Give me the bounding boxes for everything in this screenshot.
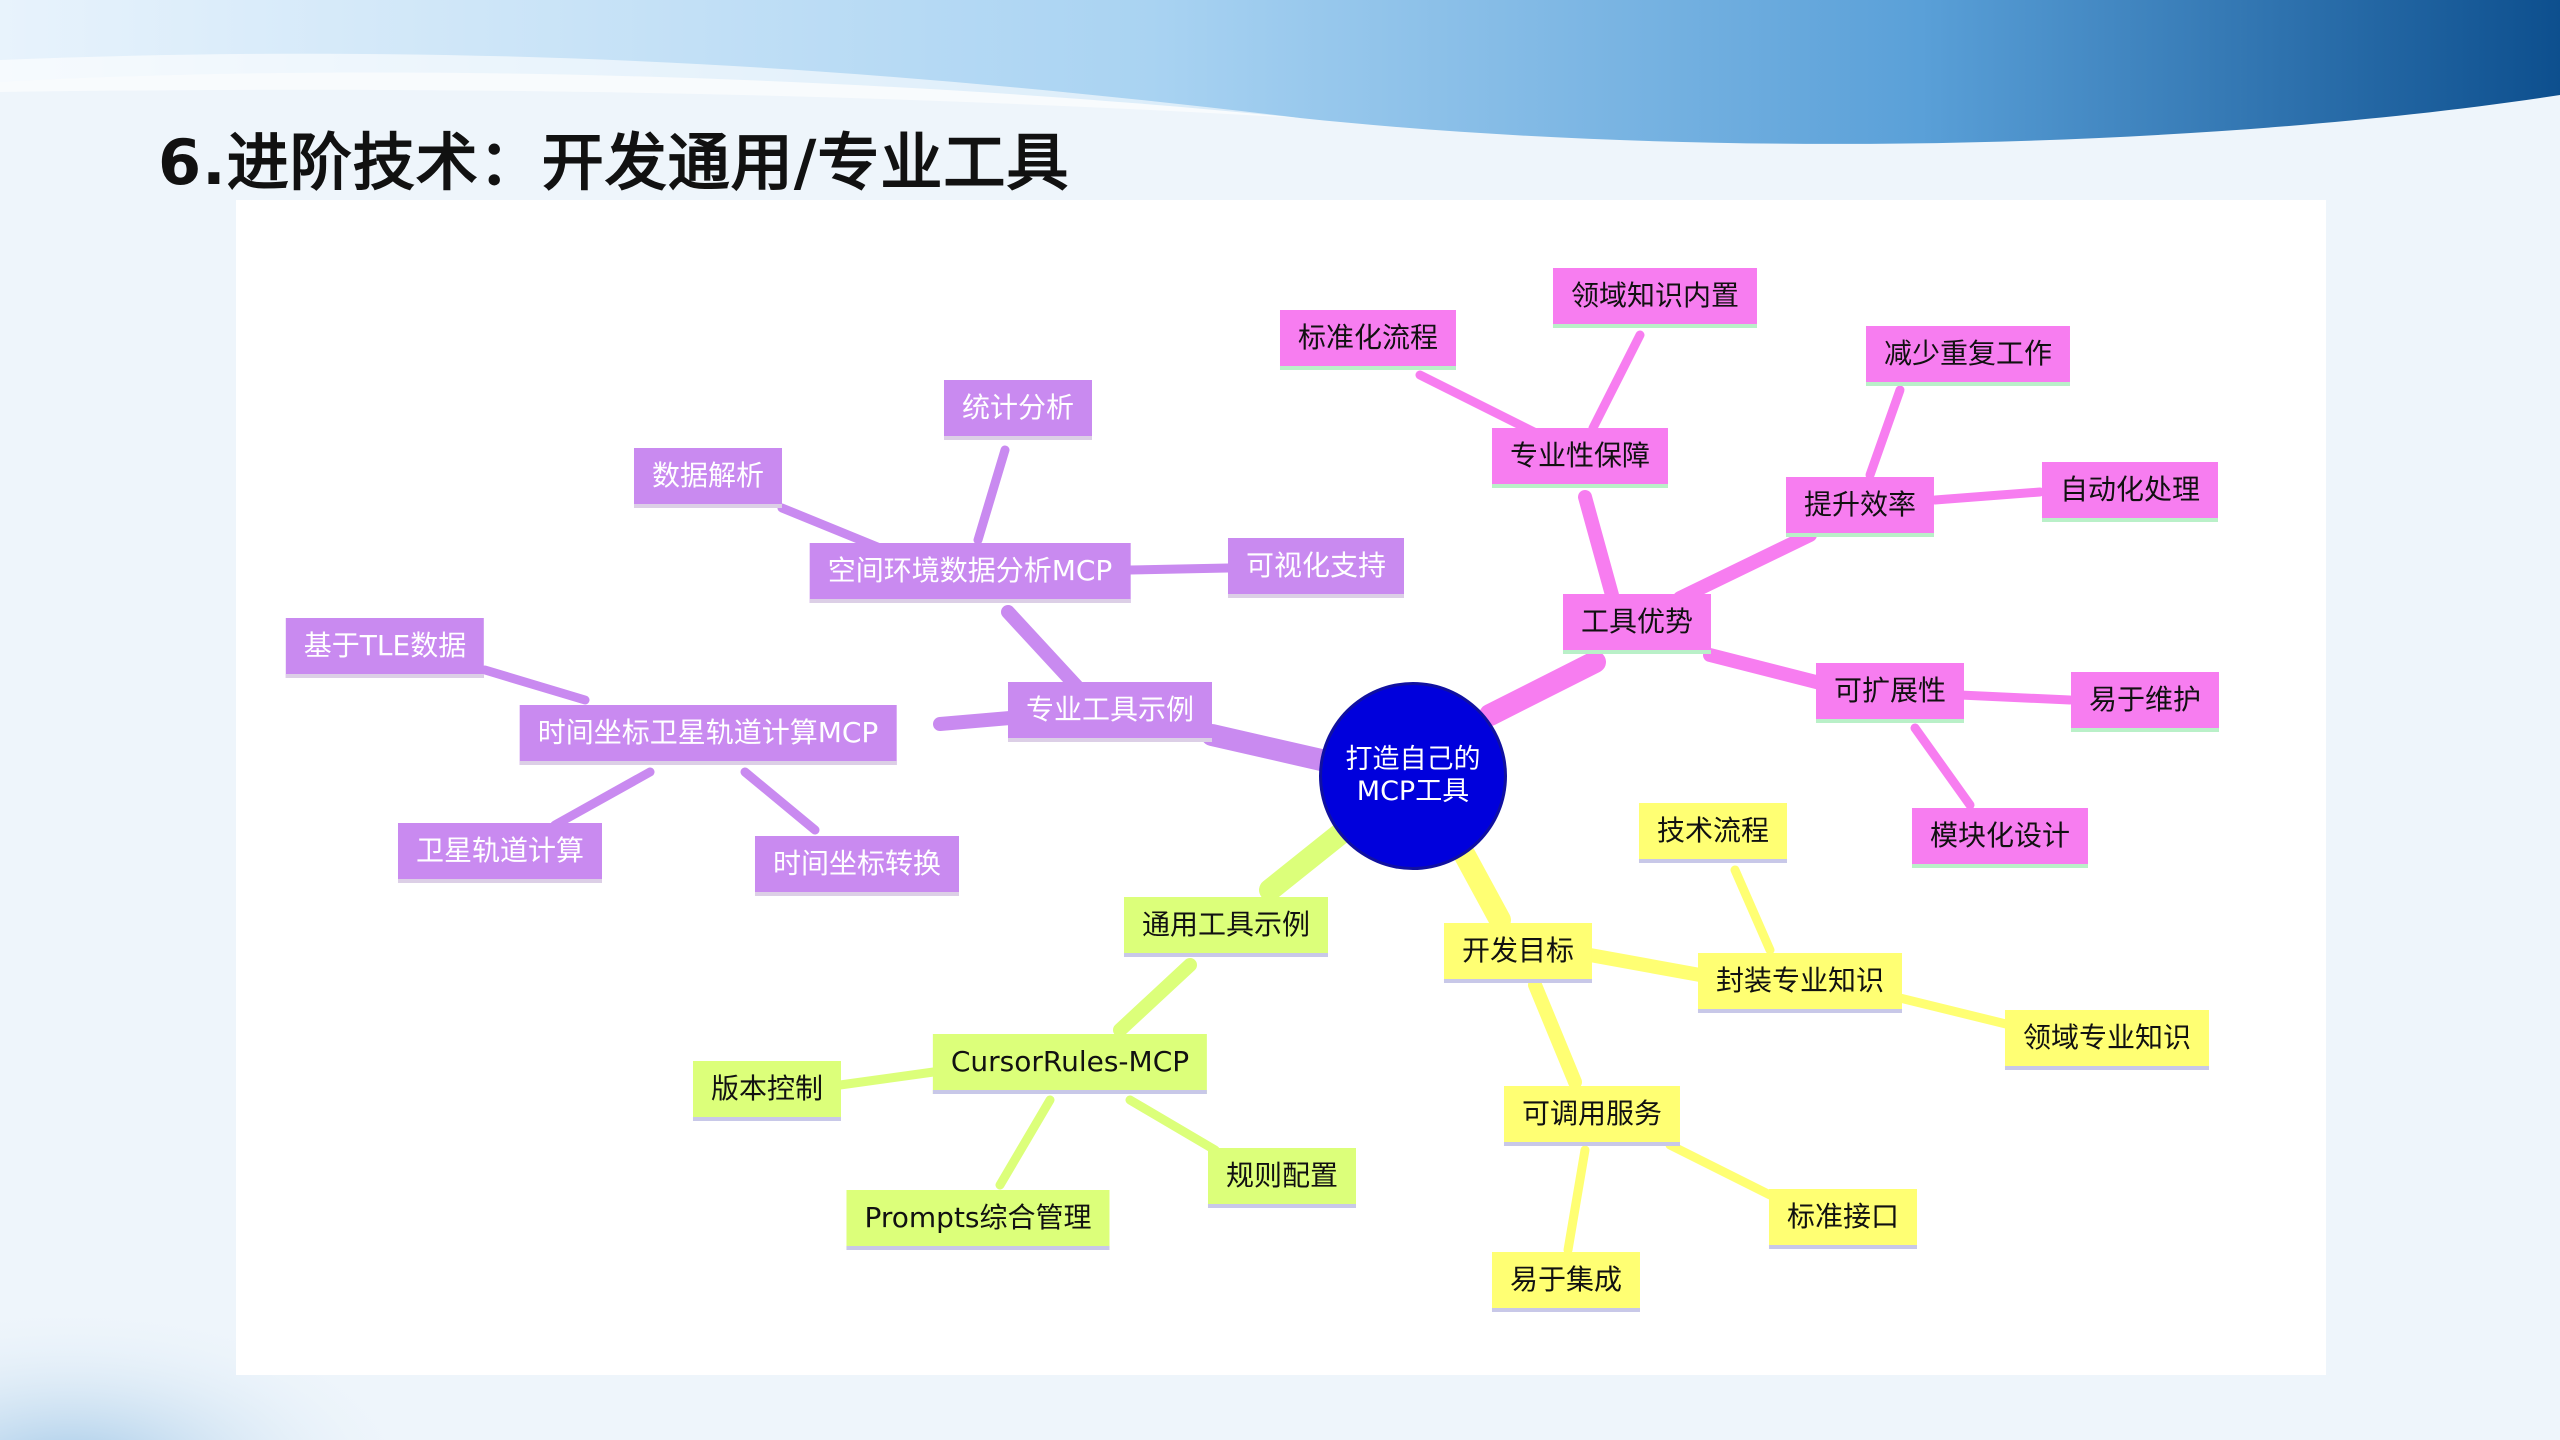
node-space-env-mcp[interactable]: 空间环境数据分析MCP [809, 543, 1131, 603]
link-goals-encapsulate [1583, 948, 1707, 982]
link-ext-maintain [1955, 690, 2075, 705]
node-version-control[interactable]: 版本控制 [692, 1061, 842, 1121]
link-ext-modular [1910, 723, 1975, 810]
link-expertise-domain [1588, 330, 1645, 433]
node-reduce-repeat[interactable]: 减少重复工作 [1865, 326, 2071, 386]
link-spaceenv-vis [1125, 563, 1233, 575]
node-domain-builtin[interactable]: 领域知识内置 [1552, 268, 1758, 328]
link-service-std [1665, 1140, 1775, 1200]
node-cursorrules-mcp[interactable]: CursorRules-MCP [932, 1034, 1208, 1094]
node-dev-goals[interactable]: 开发目标 [1443, 923, 1593, 983]
link-efficiency-auto [1930, 487, 2045, 505]
link-professional-orbit [933, 711, 1017, 731]
node-orbit-mcp[interactable]: 时间坐标卫星轨道计算MCP [519, 705, 897, 765]
node-extensibility[interactable]: 可扩展性 [1815, 663, 1965, 723]
node-std-process[interactable]: 标准化流程 [1279, 310, 1457, 370]
link-efficiency-reduce [1865, 385, 1905, 480]
node-automation[interactable]: 自动化处理 [2041, 462, 2219, 522]
page-title: 6.进阶技术：开发通用/专业工具 [158, 126, 1070, 199]
link-advantages-expertise [1578, 490, 1619, 602]
node-efficiency[interactable]: 提升效率 [1785, 477, 1935, 537]
link-spaceenv-parse [777, 503, 885, 553]
node-professional-examples[interactable]: 专业工具示例 [1007, 682, 1213, 742]
link-orbit-calc [550, 767, 655, 830]
node-tech-process[interactable]: 技术流程 [1638, 803, 1788, 863]
node-easy-maintain[interactable]: 易于维护 [2070, 672, 2220, 732]
node-tool-advantages[interactable]: 工具优势 [1562, 594, 1712, 654]
node-tle-data[interactable]: 基于TLE数据 [285, 618, 485, 678]
link-center-general [1259, 819, 1356, 901]
node-prompts-management[interactable]: Prompts综合管理 [846, 1190, 1110, 1250]
link-advantages-efficiency [1673, 528, 1817, 605]
node-general-examples[interactable]: 通用工具示例 [1123, 897, 1329, 957]
node-stat-analysis[interactable]: 统计分析 [943, 380, 1093, 440]
link-cursor-prompts [995, 1095, 1055, 1190]
link-cursor-version [835, 1065, 953, 1090]
node-time-convert[interactable]: 时间坐标转换 [754, 836, 960, 896]
node-expertise[interactable]: 专业性保障 [1491, 428, 1669, 488]
node-orbit-calc[interactable]: 卫星轨道计算 [397, 823, 603, 883]
link-orbit-tle [480, 665, 590, 705]
node-domain-knowledge[interactable]: 领域专业知识 [2004, 1010, 2210, 1070]
node-callable-service[interactable]: 可调用服务 [1503, 1086, 1681, 1146]
link-encapsulate-domain [1895, 993, 2015, 1030]
center-node[interactable]: 打造自己的 MCP工具 [1322, 685, 1504, 867]
link-cursor-rules [1125, 1095, 1220, 1155]
node-modular[interactable]: 模块化设计 [1911, 808, 2089, 868]
link-center-goals [1451, 839, 1511, 931]
node-easy-integrate[interactable]: 易于集成 [1491, 1252, 1641, 1312]
node-rule-config[interactable]: 规则配置 [1207, 1148, 1357, 1208]
link-encapsulate-tech [1730, 865, 1775, 955]
link-expertise-std [1415, 370, 1545, 440]
link-spaceenv-stat [973, 445, 1010, 545]
link-center-advantages [1479, 651, 1606, 726]
node-encapsulate[interactable]: 封装专业知识 [1697, 953, 1903, 1013]
node-std-interface[interactable]: 标准接口 [1768, 1189, 1918, 1249]
node-data-parse[interactable]: 数据解析 [633, 448, 783, 508]
link-professional-spaceenv [1001, 605, 1087, 697]
link-advantages-extensibility [1703, 648, 1827, 690]
link-center-professional [1201, 724, 1341, 773]
link-goals-service [1528, 978, 1582, 1089]
link-service-integrate [1563, 1145, 1590, 1255]
node-visual-support[interactable]: 可视化支持 [1227, 538, 1405, 598]
link-general-cursor [1113, 958, 1197, 1037]
link-orbit-convert [740, 767, 820, 835]
